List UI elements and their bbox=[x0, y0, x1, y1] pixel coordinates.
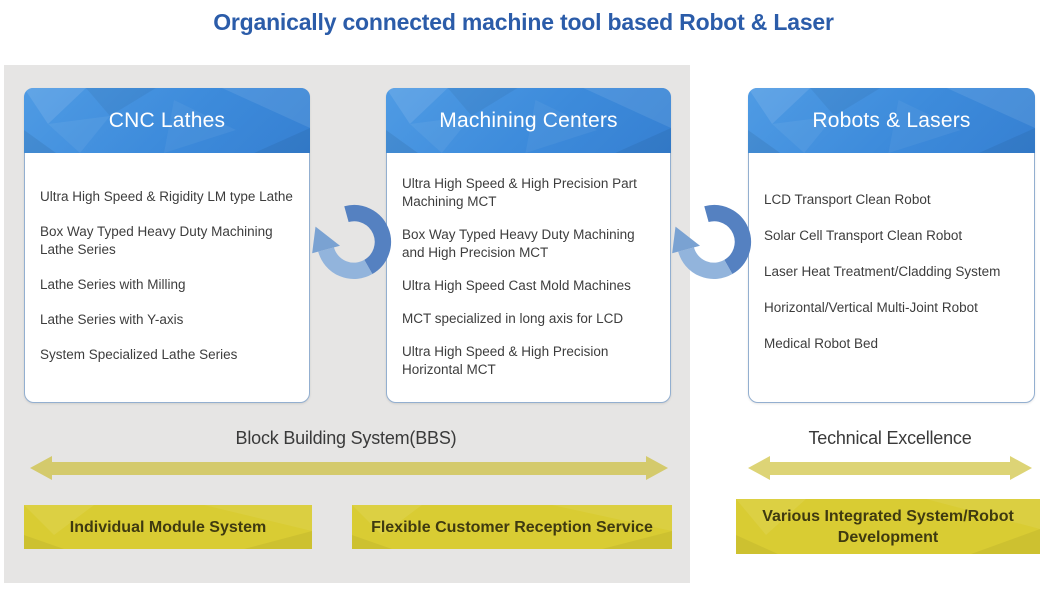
card-item: Lathe Series with Milling bbox=[40, 277, 186, 292]
card-title: CNC Lathes bbox=[108, 108, 226, 132]
arrow-head-left bbox=[30, 456, 52, 480]
card-item: Ultra High Speed & High Precision Horizo… bbox=[402, 344, 609, 377]
badge-label: Flexible Customer Reception Service bbox=[371, 518, 653, 536]
bbs-section-label: Block Building System(BBS) bbox=[235, 428, 457, 448]
card-item: Laser Heat Treatment/Cladding System bbox=[764, 264, 1001, 279]
technical-excellence-label: Technical Excellence bbox=[808, 428, 972, 448]
arrow-head-right bbox=[646, 456, 668, 480]
arrow-head-right bbox=[1010, 456, 1032, 480]
card-item: Ultra High Speed & Rigidity LM type Lath… bbox=[40, 189, 293, 204]
double-arrow-icon bbox=[748, 456, 1032, 480]
card-title: Robots & Lasers bbox=[812, 108, 971, 132]
lowpoly-texture bbox=[24, 88, 310, 153]
lowpoly-texture bbox=[748, 88, 1035, 153]
badge-various-integrated-system: Various Integrated System/Robot Developm… bbox=[736, 499, 1040, 554]
card-header: Machining Centers bbox=[386, 88, 671, 153]
card-item: Medical Robot Bed bbox=[764, 336, 879, 351]
card-item: Solar Cell Transport Clean Robot bbox=[764, 228, 963, 243]
badge-individual-module-system: Individual Module System bbox=[24, 505, 312, 549]
cycle-arrow-icon bbox=[672, 204, 752, 279]
card-header: CNC Lathes bbox=[24, 88, 310, 153]
lowpoly-texture bbox=[352, 505, 672, 549]
lowpoly-texture bbox=[386, 88, 671, 153]
lowpoly-texture bbox=[736, 499, 1040, 554]
arrow-shaft bbox=[770, 461, 1010, 475]
cycle-arrow-icon bbox=[312, 204, 392, 279]
card-item-list: Ultra High Speed & Rigidity LM type Lath… bbox=[25, 153, 309, 364]
card-robots-lasers: Robots & Lasers LCD Transport Clean Robo… bbox=[748, 88, 1035, 403]
arrow-shaft bbox=[52, 461, 646, 475]
card-title: Machining Centers bbox=[439, 108, 618, 132]
lowpoly-texture bbox=[24, 505, 312, 549]
badge-label: Individual Module System bbox=[69, 518, 267, 536]
card-item-list: LCD Transport Clean Robot Solar Cell Tra… bbox=[749, 153, 1034, 353]
double-arrow-icon bbox=[30, 456, 668, 480]
card-item: Horizontal/Vertical Multi-Joint Robot bbox=[764, 300, 978, 315]
arrow-head-left bbox=[748, 456, 770, 480]
card-item: Box Way Typed Heavy Duty Machining and H… bbox=[402, 227, 635, 260]
badge-flexible-customer-reception: Flexible Customer Reception Service bbox=[352, 505, 672, 549]
card-item: MCT specialized in long axis for LCD bbox=[402, 311, 624, 326]
card-item: Ultra High Speed Cast Mold Machines bbox=[402, 278, 631, 293]
card-cnc-lathes: CNC Lathes Ultra High Speed & Rigidity L… bbox=[24, 88, 310, 403]
page-title: Organically connected machine tool based… bbox=[213, 9, 834, 35]
card-item: Ultra High Speed & High Precision Part M… bbox=[402, 176, 637, 209]
card-header: Robots & Lasers bbox=[748, 88, 1035, 153]
card-item: Lathe Series with Y-axis bbox=[40, 312, 184, 327]
card-item-list: Ultra High Speed & High Precision Part M… bbox=[387, 153, 670, 379]
card-item: System Specialized Lathe Series bbox=[40, 347, 238, 362]
card-item: Box Way Typed Heavy Duty Machining Lathe… bbox=[40, 224, 273, 257]
badge-label: Various Integrated System/Robot Developm… bbox=[762, 507, 1014, 546]
card-machining-centers: Machining Centers Ultra High Speed & Hig… bbox=[386, 88, 671, 403]
card-item: LCD Transport Clean Robot bbox=[764, 192, 931, 207]
